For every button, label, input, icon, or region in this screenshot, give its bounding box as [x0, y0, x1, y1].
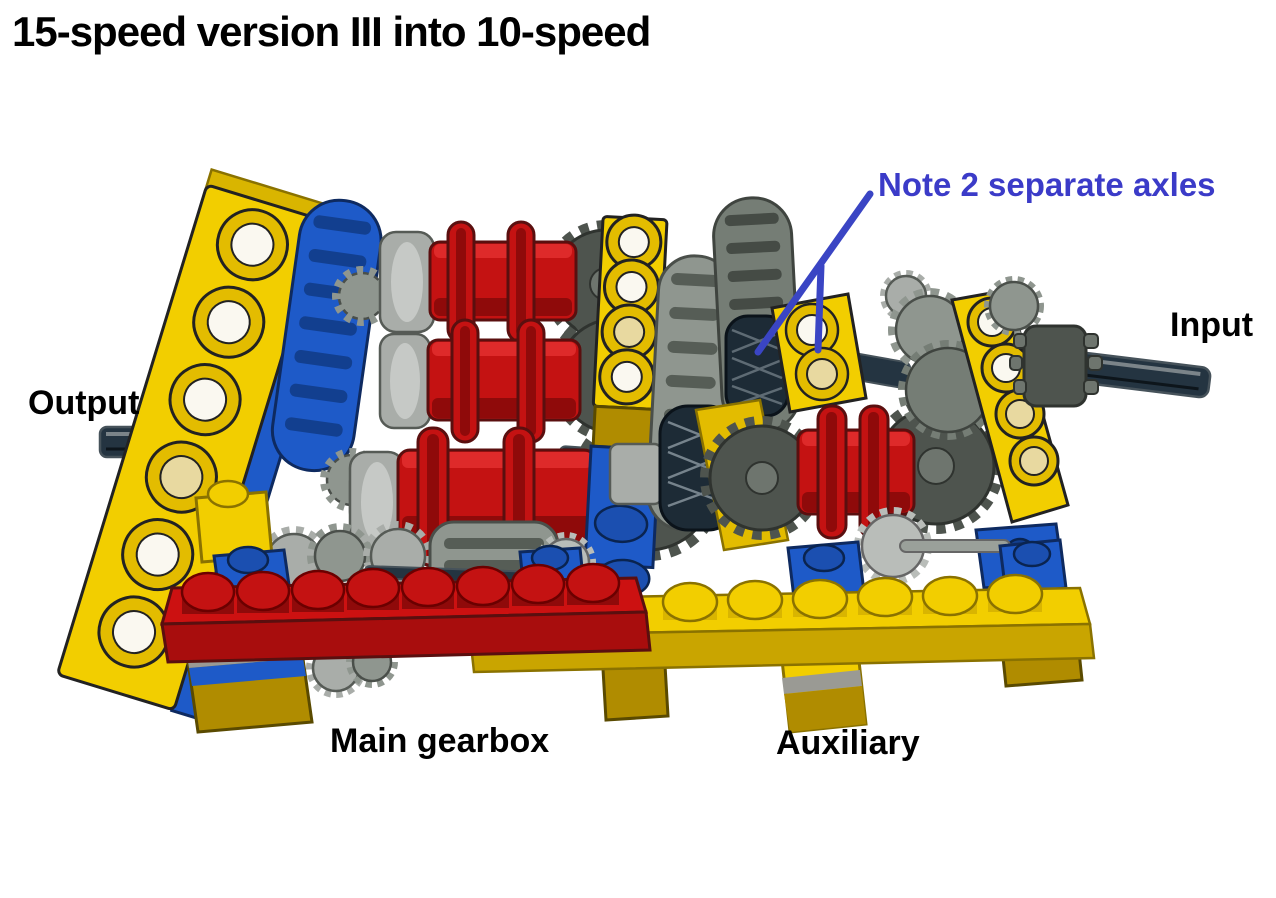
annotation-note-label: Note 2 separate axles — [878, 166, 1216, 203]
annotation-arrows — [754, 190, 874, 356]
arrow-line-2 — [814, 262, 825, 354]
auxiliary-label: Auxiliary — [776, 724, 920, 762]
output-label: Output — [28, 384, 140, 422]
page-title: 15-speed version III into 10-speed — [12, 8, 651, 55]
blue-knob-wheel — [270, 198, 383, 473]
clutch-gear — [1009, 324, 1103, 408]
main-gearbox-label: Main gearbox — [330, 722, 550, 760]
red-base-plate — [160, 562, 652, 664]
input-assembly — [899, 276, 1212, 553]
input-label: Input — [1170, 306, 1254, 344]
arrow-line-1 — [754, 190, 874, 356]
